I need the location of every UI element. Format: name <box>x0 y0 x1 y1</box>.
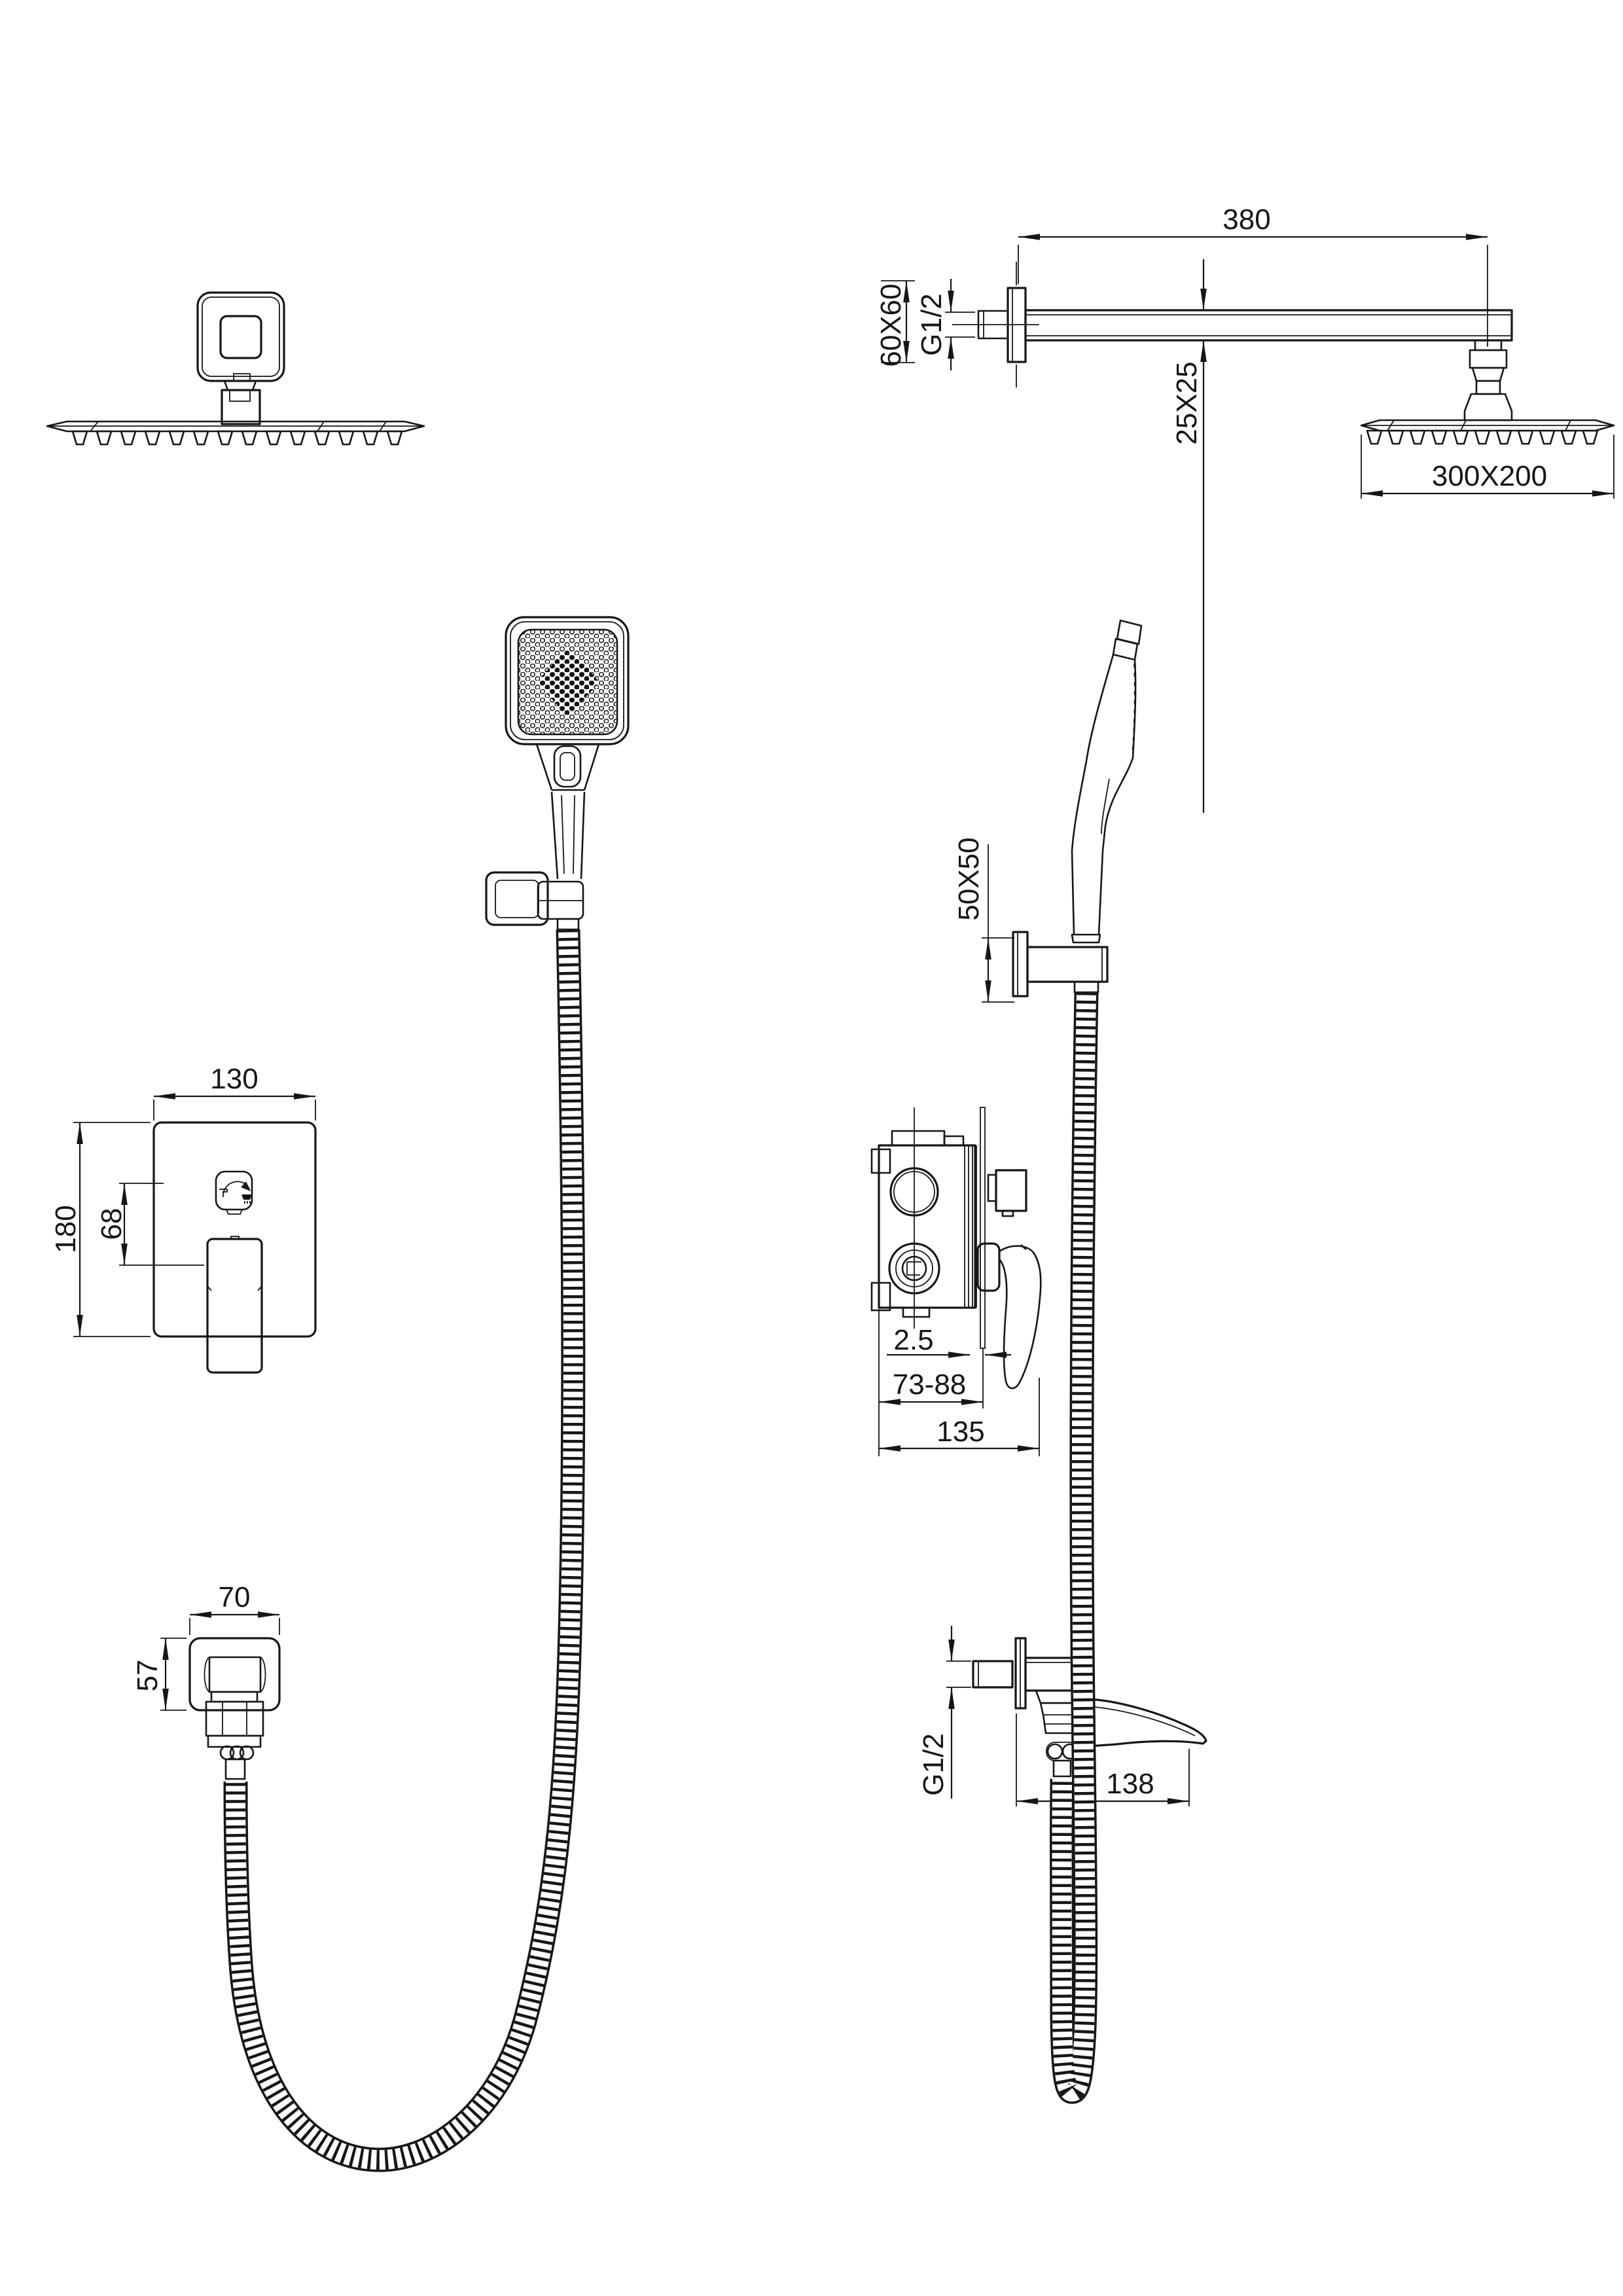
mixer-lever <box>206 1238 263 1374</box>
dim-head-size-label: 300X200 <box>1432 460 1547 492</box>
dim-arm-section-label: 25X25 <box>1171 361 1203 444</box>
rain-head-front-view <box>46 291 425 446</box>
diverter-button <box>215 1170 253 1211</box>
dim-arm-length-label: 380 <box>1222 204 1270 236</box>
spout-nipple <box>972 1660 1014 1689</box>
dim-plate-height-label: 180 <box>50 1205 82 1253</box>
rough-wall-lines <box>964 1145 977 1308</box>
knurl-ring <box>207 1734 262 1748</box>
spout-blade <box>1086 1698 1207 1748</box>
holder-flange <box>1012 931 1029 997</box>
ceiling-bracket <box>196 291 285 382</box>
hose-nut-side <box>1073 980 1099 994</box>
dim-spout-length-label: 138 <box>1106 1768 1154 1800</box>
dim-spout-thread-label: G1/2 <box>918 1733 950 1795</box>
wall-holder-side-view: 50X50 <box>953 837 1109 1003</box>
mixer-trim-front-view: 130 180 68 <box>50 1063 317 1374</box>
dim-total-depth-label: 135 <box>936 1416 984 1448</box>
dim-arm-thread-label: G1/2 <box>916 293 948 355</box>
hand-shower-head <box>505 616 630 745</box>
outlet-elbow-front-view: 70 57 <box>132 1581 281 1780</box>
dim-elbow-width-label: 70 <box>219 1581 251 1613</box>
hand-shower-side-view <box>1071 619 1143 944</box>
holder-bar <box>1026 946 1109 983</box>
valve-lever-side <box>998 1245 1042 1390</box>
dim-elbow-height-label: 57 <box>132 1660 164 1692</box>
shower-arm <box>1024 309 1513 342</box>
finished-wall-plate <box>980 1107 986 1349</box>
valve-side-view: 2.5 73-88 135 <box>870 1107 1042 1456</box>
wall-holder-front <box>485 871 549 926</box>
shower-icon <box>241 1194 252 1200</box>
hand-shower-handle <box>550 791 586 880</box>
spout-icon <box>219 1189 228 1197</box>
shower-arm-side-view: 380 60X60 G1/2 25X25 <box>875 204 1615 813</box>
dim-plate-width-label: 130 <box>210 1063 258 1095</box>
side-nozzle-strip <box>1132 663 1135 756</box>
elbow-plate <box>188 1637 281 1712</box>
ball-joint <box>1474 339 1503 351</box>
nozzles <box>144 430 330 446</box>
mode-button <box>553 745 582 788</box>
dim-wall-gap-label: 2.5 <box>893 1324 933 1356</box>
hand-shower-front-view <box>485 616 630 931</box>
shower-hose-side <box>1049 992 1099 2104</box>
mixer-plate <box>152 1121 317 1338</box>
valve-port-circle <box>889 1167 939 1217</box>
nozzles-hatched <box>71 430 403 446</box>
diverter-knob-side <box>995 1169 1027 1212</box>
hose-nut <box>556 918 580 931</box>
dim-diverter-offset-label: 68 <box>96 1208 128 1240</box>
elbow-nut <box>205 1700 264 1737</box>
tub-spout-side-view: G1/2 138 <box>918 1626 1207 1806</box>
lever-escutcheon <box>976 1242 1001 1292</box>
shower-hose-front <box>223 929 586 2172</box>
valve-cartridge-circle <box>888 1242 940 1295</box>
spray-center-dots <box>537 647 599 717</box>
head-stem <box>221 389 261 425</box>
dim-depth-range-label: 73-88 <box>893 1369 967 1401</box>
dim-holder-size-label: 50X50 <box>953 837 985 920</box>
dim-flange-label: 60X60 <box>875 283 907 367</box>
thread-nipple <box>977 310 1009 340</box>
